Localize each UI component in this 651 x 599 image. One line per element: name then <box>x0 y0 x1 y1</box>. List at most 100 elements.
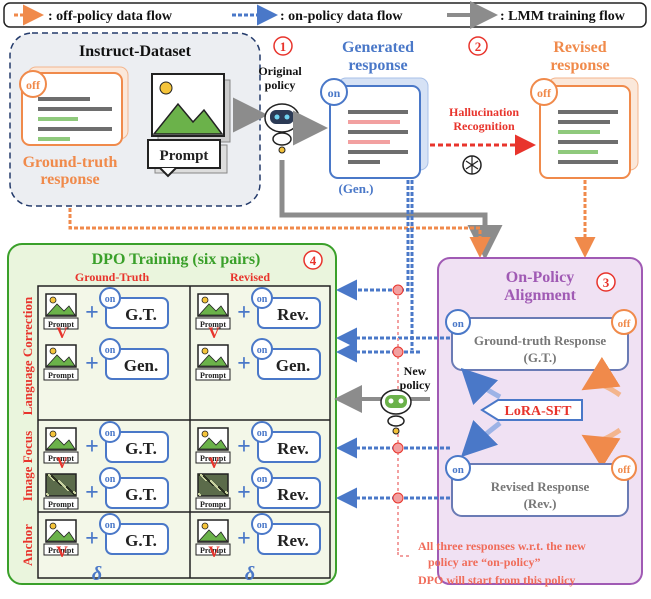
original-policy-line2: policy <box>265 78 296 92</box>
dpo-image-icon <box>45 427 77 451</box>
step-3-badge: 3 <box>603 275 610 290</box>
generated-title-line1: Generated <box>342 39 414 56</box>
dpo-image-icon <box>197 519 229 543</box>
dpo-on-tag: on <box>257 345 268 356</box>
note-line3: DPO will start from this policy <box>418 573 575 587</box>
row-anchor: Anchor <box>20 524 35 566</box>
preference-v-icon: V <box>56 544 68 561</box>
lora-sft-label: LoRA-SFT <box>505 404 573 419</box>
dpo-image-icon <box>197 473 229 497</box>
dpo-prompt-label: Prompt <box>200 320 226 329</box>
alignment-title-line2: Alignment <box>504 287 577 304</box>
dpo-on-tag: on <box>257 474 268 485</box>
generated-on-tag: on <box>328 86 341 100</box>
dpo-prompt-label: Prompt <box>48 454 74 463</box>
new-policy-robot-icon <box>380 389 412 435</box>
cell-lc-gt-chosen: Prompt + onG.T. <box>43 287 169 330</box>
dpo-on-tag: on <box>105 428 116 439</box>
note-line2: policy are “on-policy” <box>428 555 540 569</box>
revised-title-line2: response <box>550 57 609 74</box>
prompt-box <box>147 139 221 169</box>
dpo-on-tag: on <box>257 428 268 439</box>
row-image-focus: Image Focus <box>20 431 35 501</box>
generated-title-line2: response <box>348 57 407 74</box>
col-revised: Revised <box>230 270 270 284</box>
dpo-prompt-label: Prompt <box>48 371 74 380</box>
alignment-rev-off-tag: off <box>618 464 631 476</box>
preference-v-icon: V <box>208 455 220 472</box>
dpo-on-tag: on <box>105 294 116 305</box>
alignment-rev-line2: (Rev.) <box>524 496 557 511</box>
preference-v-icon: V <box>208 325 220 342</box>
gpt-logo-icon <box>462 155 482 175</box>
plus-icon: + <box>237 526 251 552</box>
gt-response-line2: response <box>40 171 99 188</box>
revised-title-line1: Revised <box>553 39 606 56</box>
plus-icon: + <box>237 480 251 506</box>
dpo-prompt-label: Prompt <box>48 320 74 329</box>
dpo-response-label: Rev. <box>277 531 309 550</box>
cell-if-gt-chosen: Prompt + onG.T. <box>43 421 169 464</box>
gt-off-tag: off <box>26 78 41 92</box>
dpo-image-icon <box>45 293 77 317</box>
legend-off-label: : off-policy data flow <box>48 9 173 24</box>
alignment-gt-off-tag: off <box>618 318 631 330</box>
alignment-rev-on-tag: on <box>452 464 464 476</box>
plus-icon: + <box>85 526 99 552</box>
dpo-image-icon <box>45 344 77 368</box>
dpo-response-label: G.T. <box>125 439 157 458</box>
cell-anchor-gt: Prompt + onG.T. <box>43 513 169 556</box>
cell-if-gt-rejected: Prompt+onG.T. <box>43 467 169 510</box>
step-2-badge: 2 <box>475 39 482 54</box>
preference-v-icon: V <box>208 544 220 561</box>
dpo-title: DPO Training (six pairs) <box>92 251 261 268</box>
dpo-on-tag: on <box>105 345 116 356</box>
dpo-prompt-label: Prompt <box>200 371 226 380</box>
dpo-prompt-label: Prompt <box>48 500 74 509</box>
preference-v-icon: V <box>56 455 68 472</box>
note-line1: All three responses w.r.t. the new <box>418 539 586 553</box>
dpo-response-label: G.T. <box>125 485 157 504</box>
delta-symbol: δ <box>245 563 255 585</box>
original-policy-robot-icon <box>264 103 300 154</box>
dpo-image-icon <box>45 473 77 497</box>
dpo-prompt-label: Prompt <box>200 546 226 555</box>
prompt-label: Prompt <box>160 148 209 164</box>
plus-icon: + <box>85 434 99 460</box>
revised-response-box <box>451 463 629 517</box>
generated-caption: (Gen.) <box>338 181 373 196</box>
dpo-prompt-label: Prompt <box>200 500 226 509</box>
original-policy-line1: Original <box>258 64 302 78</box>
plus-icon: + <box>85 480 99 506</box>
instruct-title: Instruct-Dataset <box>79 43 192 60</box>
alignment-gt-line2: (G.T.) <box>524 350 557 365</box>
legend-on-label: : on-policy data flow <box>280 9 403 24</box>
dpo-response-label: Rev. <box>277 305 309 324</box>
preference-v-icon: V <box>56 325 68 342</box>
dpo-response-label: Rev. <box>277 485 309 504</box>
dpo-on-tag: on <box>257 520 268 531</box>
new-policy-line1: New <box>404 364 427 378</box>
plus-icon: + <box>85 300 99 326</box>
step-1-badge: 1 <box>280 39 287 54</box>
dpo-on-tag: on <box>105 520 116 531</box>
row-language-correction: Language Correction <box>20 296 35 415</box>
step-4-badge: 4 <box>310 253 317 268</box>
dpo-image-icon <box>45 519 77 543</box>
dpo-on-tag: on <box>257 294 268 305</box>
dpo-prompt-label: Prompt <box>48 546 74 555</box>
dpo-response-label: G.T. <box>125 531 157 550</box>
alignment-rev-line1: Revised Response <box>491 479 590 494</box>
new-policy-line2: policy <box>400 378 431 392</box>
legend: : off-policy data flow : on-policy data … <box>3 1 647 29</box>
gt-response-line1: Ground-truth <box>23 154 118 171</box>
dpo-response-label: G.T. <box>125 305 157 324</box>
plus-icon: + <box>237 300 251 326</box>
plus-icon: + <box>237 434 251 460</box>
